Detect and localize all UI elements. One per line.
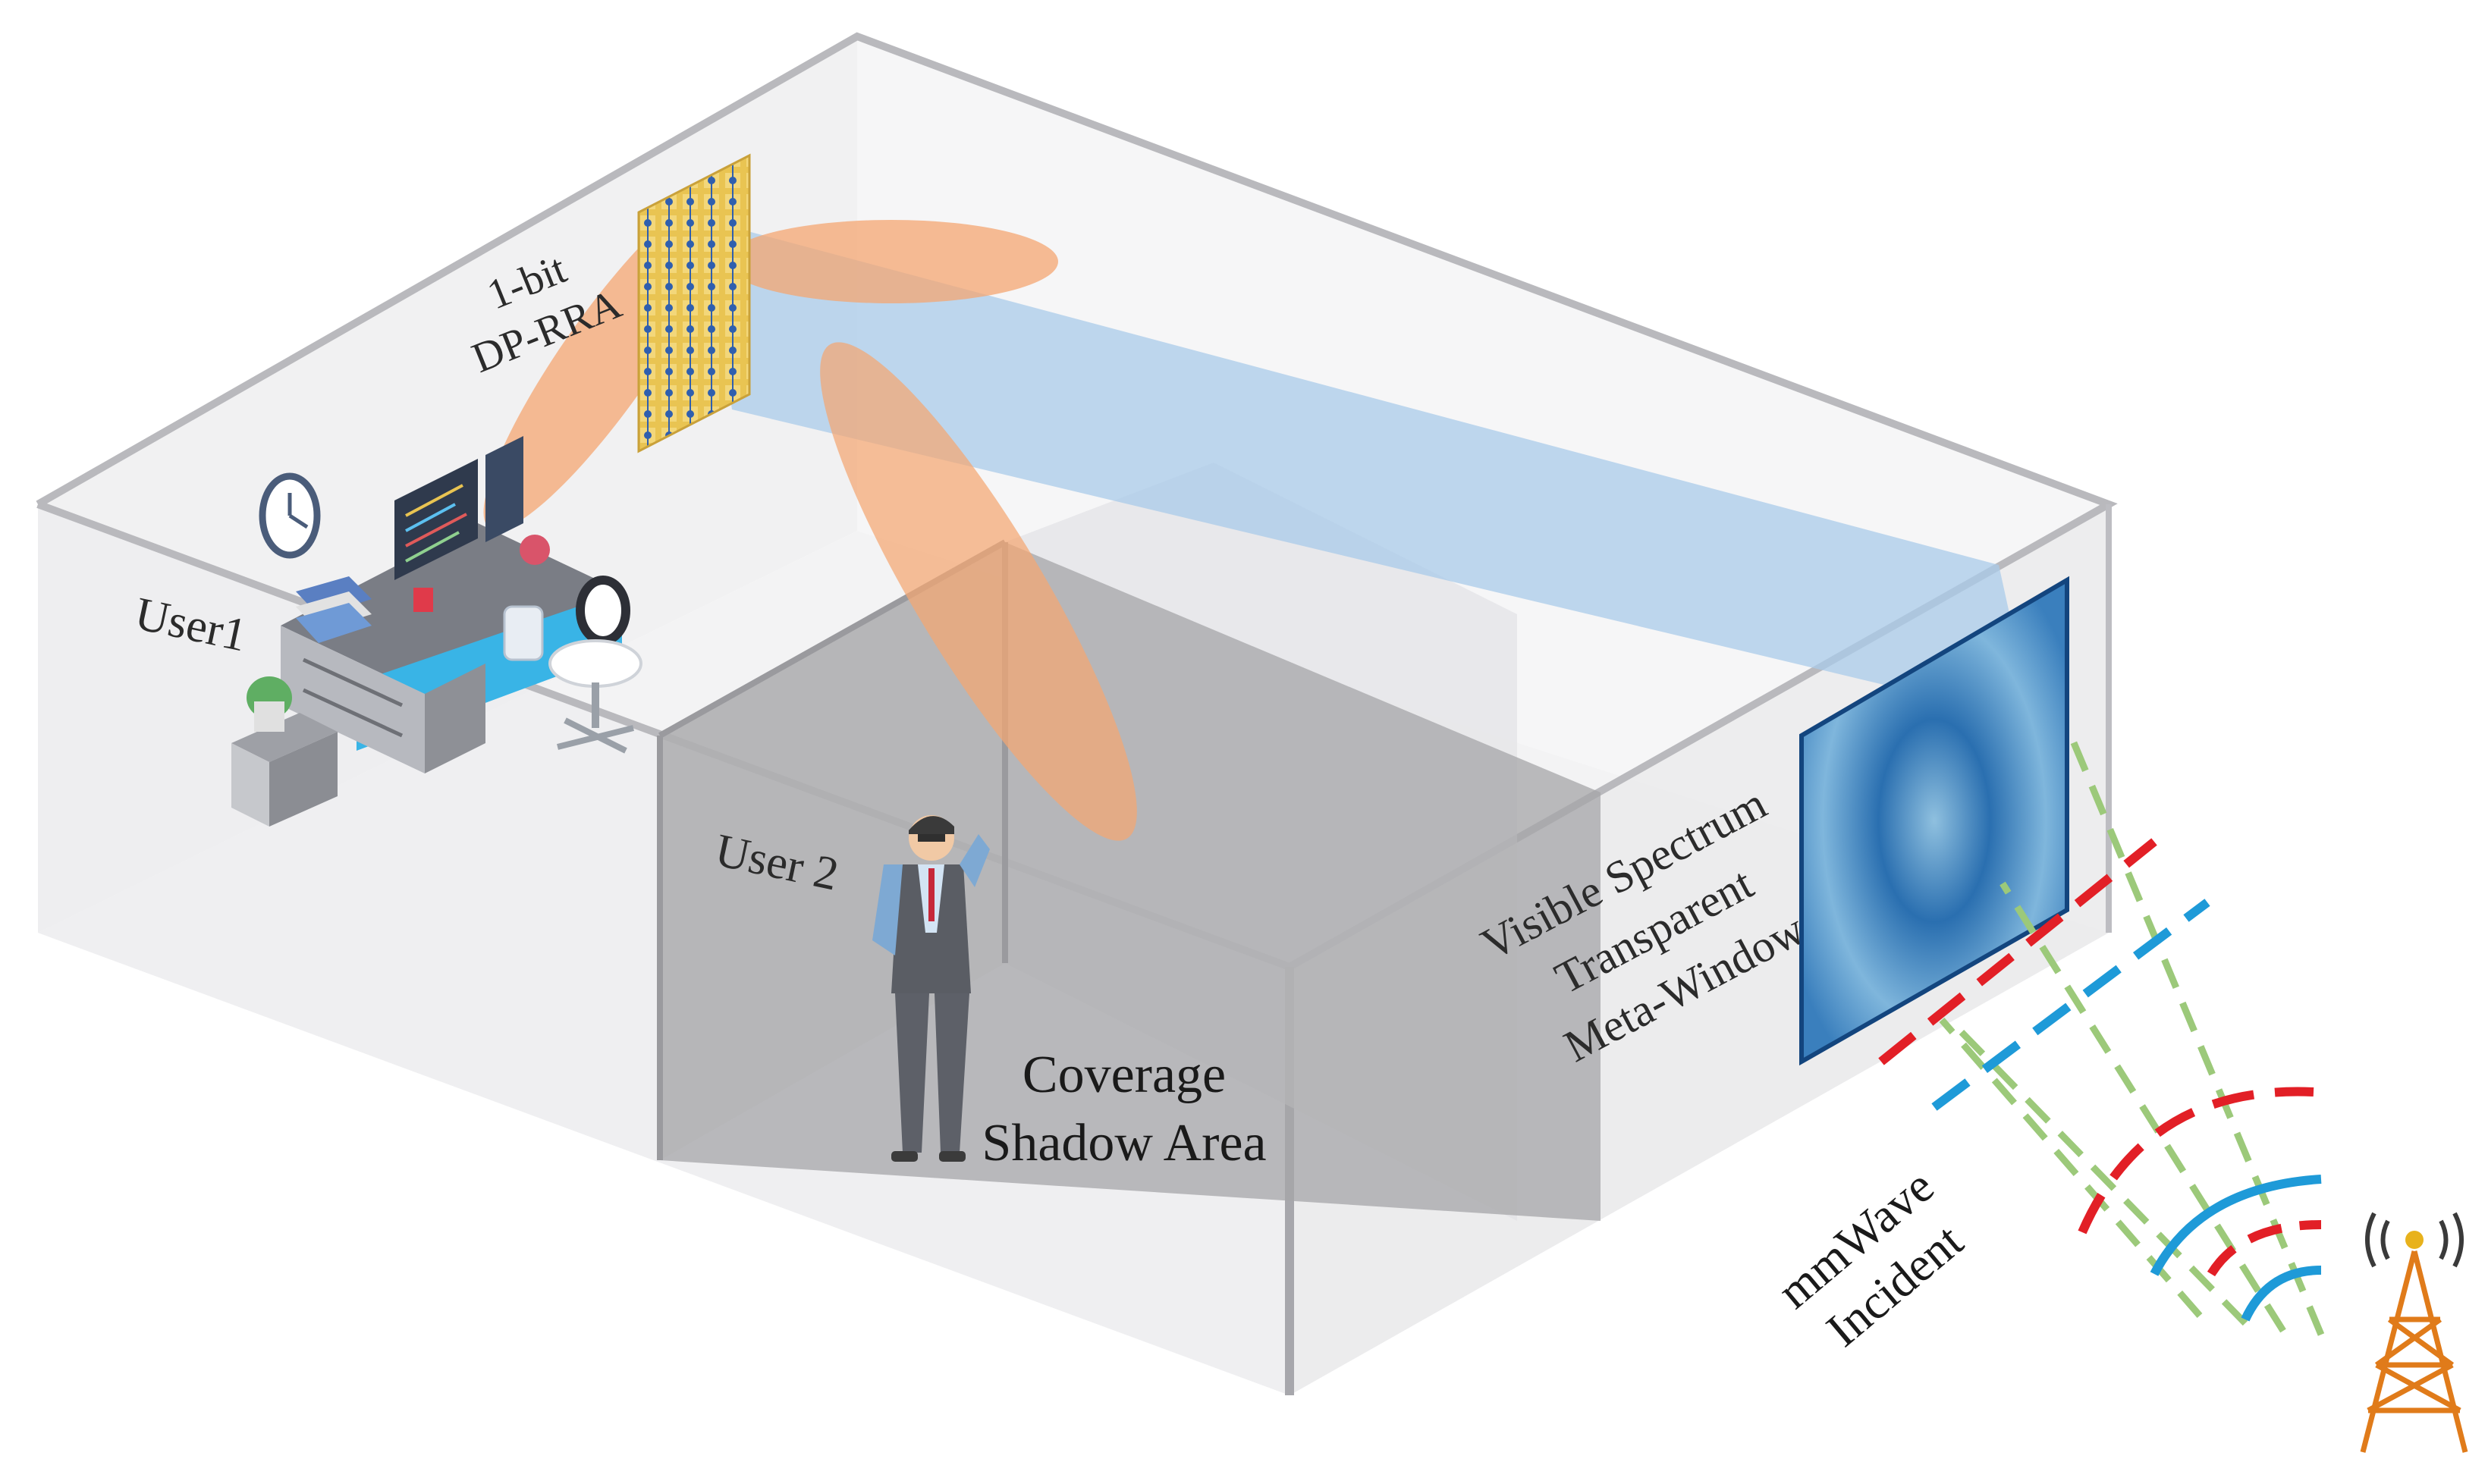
wavefront-red-straight bbox=[1878, 838, 2157, 1065]
blue-beam bbox=[705, 220, 2033, 720]
wavefront-blue-arc-outer bbox=[2150, 1175, 2322, 1276]
orange-beam-user2 bbox=[820, 342, 1137, 841]
wavefront-blue-straight bbox=[1931, 899, 2210, 1111]
user1-desk bbox=[231, 436, 642, 827]
wavefront-blue-arc-inner bbox=[2241, 1266, 2322, 1322]
wavefront-red-arc-inner bbox=[2207, 1220, 2322, 1277]
user2-person bbox=[872, 815, 990, 1162]
shadow-label-line1: Coverage bbox=[1023, 1046, 1226, 1104]
dp-rra-panel bbox=[637, 153, 751, 453]
wavefront-red-arc-outer bbox=[2078, 1087, 2314, 1235]
ray-2 bbox=[2000, 881, 2286, 1333]
ray-4 bbox=[1939, 1018, 2203, 1318]
ray-1 bbox=[2067, 734, 2325, 1336]
incident-waves bbox=[1878, 734, 2325, 1336]
shadow-label-line2: Shadow Area bbox=[982, 1114, 1266, 1172]
orange-beam-upper bbox=[724, 220, 1058, 303]
monitor-right bbox=[485, 436, 523, 542]
meta-window bbox=[1799, 576, 2069, 1066]
incident-label: mmWave Incident bbox=[1767, 1159, 1973, 1357]
ray-3 bbox=[1954, 1024, 2248, 1326]
clock-icon bbox=[259, 472, 321, 559]
cell-tower-icon bbox=[2360, 1212, 2468, 1453]
shadow-area-label: Coverage Shadow Area bbox=[982, 1046, 1266, 1172]
